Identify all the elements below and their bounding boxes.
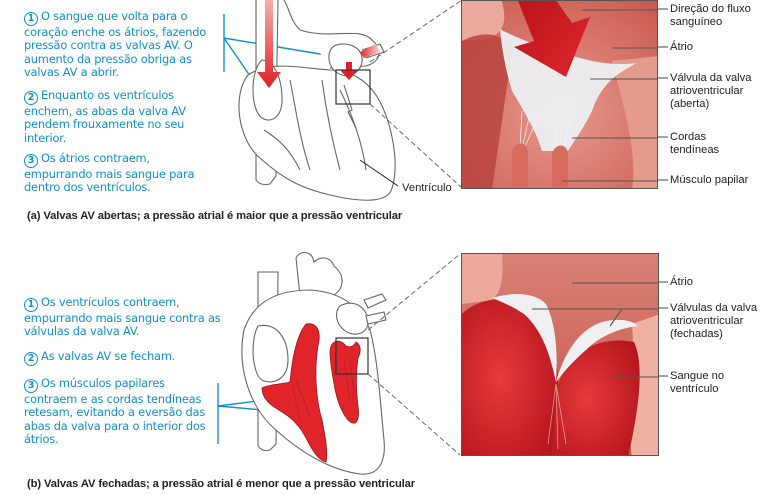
valve-closed-illustration [462,254,658,455]
label-valvula-aberta: Válvula da valva atrioventricular (abert… [670,72,752,110]
label-direcao-fluxo: Direção do fluxo sanguíneo [670,3,751,28]
step-number-icon: 2 [24,352,38,366]
caption-a: (a) Valvas AV abertas; a pressão atrial … [27,210,403,222]
step-text: Os músculos papilares contraem e as cord… [24,376,206,447]
label-sangue-ventriculo: Sangue no ventrículo [670,370,725,395]
step-text: As valvas AV se fecham. [41,349,176,363]
valve-open-illustration [462,1,657,188]
caption-b: (b) Valvas AV fechadas; a pressão atrial… [27,478,416,490]
step-text: O sangue que volta para o coração enche … [24,9,207,80]
detail-panel-b [461,253,659,456]
label-musculo-papilar: Músculo papilar [670,174,749,186]
step-text: Os ventrículos contraem, empurrando mais… [24,295,221,339]
detail-panel-a [461,0,658,189]
label-atrio-b: Átrio [670,276,694,288]
label-cordas-tendineas: Cordas tendíneas [670,131,720,156]
label-ventriculo: Ventrículo [402,182,452,194]
label-atrio-a: Átrio [670,41,694,53]
step-text: Enquanto os ventrículos enchem, as abas … [24,88,186,145]
label-valvulas-fechadas: Válvulas da valva atrioventricular (fech… [670,302,758,340]
step-text: Os átrios contraem, empurrando mais sang… [24,151,195,195]
